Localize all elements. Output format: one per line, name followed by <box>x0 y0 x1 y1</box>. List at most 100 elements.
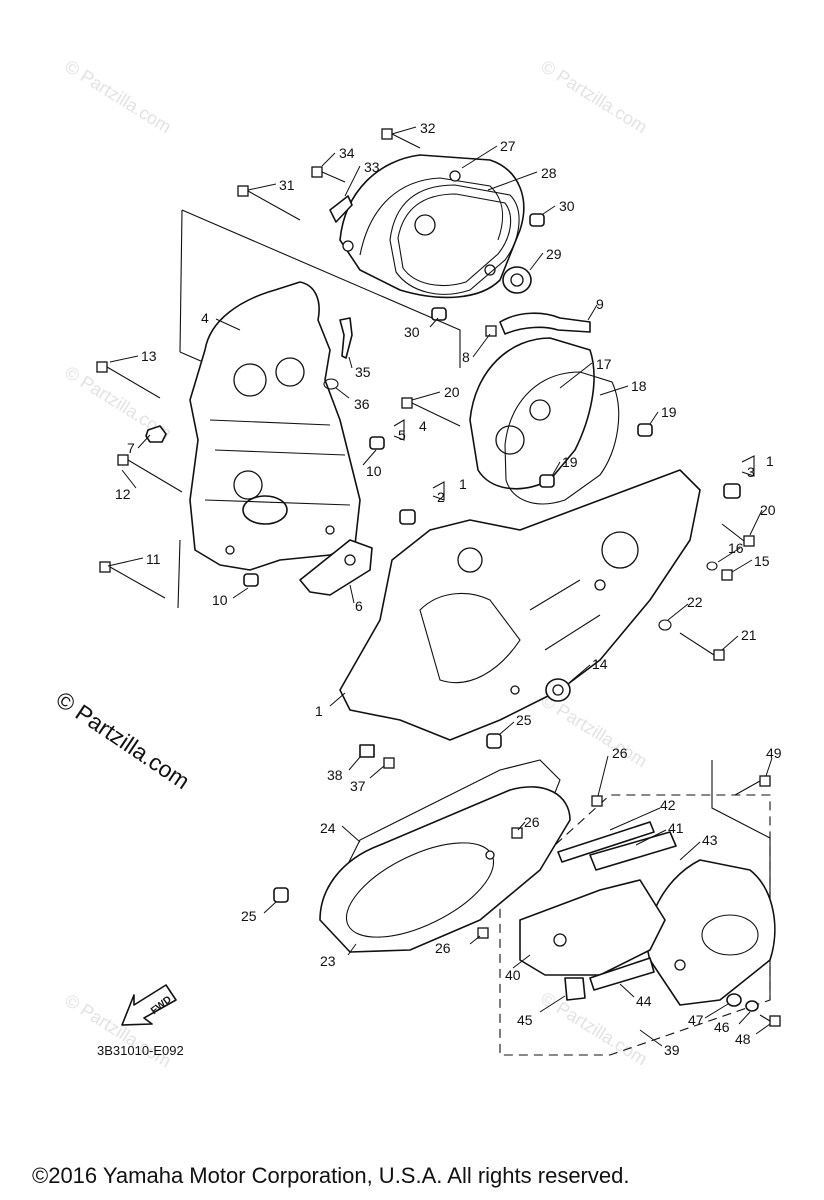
callout-49: 49 <box>766 745 782 761</box>
forward-arrow-icon <box>121 984 177 1026</box>
bolt-21 <box>679 632 725 661</box>
callout-6: 6 <box>355 598 363 614</box>
reference-box-left <box>179 209 183 353</box>
callout-7: 7 <box>127 440 135 456</box>
bolt-20-upper <box>401 397 461 427</box>
callout-13: 13 <box>141 348 157 364</box>
dowel-10-center <box>369 436 385 450</box>
callout-8: 8 <box>462 349 470 365</box>
callout-26-middle: 26 <box>524 814 540 830</box>
callout-10-center: 10 <box>366 463 382 479</box>
callout-28: 28 <box>541 165 557 181</box>
dowel-pin-30-lower <box>431 307 447 321</box>
bolt-26-middle <box>511 827 523 839</box>
o-ring-22 <box>658 619 672 631</box>
callout-37: 37 <box>350 778 366 794</box>
callout-4-left: 4 <box>201 310 209 326</box>
callout-1-right: 1 <box>766 453 774 469</box>
bolt-20-right <box>721 523 755 547</box>
callout-3: 3 <box>747 464 755 480</box>
bolt-31 <box>237 185 301 221</box>
callout-33: 33 <box>364 159 380 175</box>
diagram-code: 3B31010-E092 <box>97 1043 184 1058</box>
callout-16: 16 <box>728 540 744 556</box>
callout-5: 5 <box>398 427 406 443</box>
washer-16 <box>706 561 718 571</box>
callout-25-upper: 25 <box>516 712 532 728</box>
nut-7 <box>145 425 167 443</box>
callout-10-left: 10 <box>212 592 228 608</box>
callout-17: 17 <box>596 356 612 372</box>
dipstick-35 <box>339 317 353 359</box>
crankcase-cover-27 <box>339 154 525 299</box>
callout-2: 2 <box>437 489 445 505</box>
collar-47 <box>726 993 742 1007</box>
bolt-26-upper <box>591 795 603 807</box>
callout-31: 31 <box>279 177 295 193</box>
reference-box-lower-left <box>177 539 181 609</box>
callout-29: 29 <box>546 246 562 262</box>
callout-14: 14 <box>592 656 608 672</box>
callout-36: 36 <box>354 396 370 412</box>
callout-45: 45 <box>517 1012 533 1028</box>
callout-19-lower: 19 <box>562 454 578 470</box>
bolt-12 <box>117 454 183 493</box>
plate-40 <box>519 879 666 976</box>
strip-44 <box>589 957 655 991</box>
callout-43: 43 <box>702 832 718 848</box>
crankcase-right-1 <box>339 469 701 741</box>
callout-12: 12 <box>115 486 131 502</box>
callout-40: 40 <box>505 967 521 983</box>
callout-11: 11 <box>146 551 161 567</box>
callout-25-lower: 25 <box>241 908 257 924</box>
gasket-18 <box>504 371 620 505</box>
bolt-8 <box>485 325 497 337</box>
callout-19-upper: 19 <box>661 404 677 420</box>
callout-46: 46 <box>714 1019 730 1035</box>
o-ring-36 <box>323 378 339 390</box>
callout-23: 23 <box>320 953 336 969</box>
callout-47: 47 <box>688 1012 704 1028</box>
reference-box-top <box>181 209 461 368</box>
washer-46 <box>745 1000 759 1012</box>
callout-9: 9 <box>596 296 604 312</box>
callout-41: 41 <box>668 820 684 836</box>
dowel-19-lower <box>539 474 555 488</box>
callout-27: 27 <box>500 138 516 154</box>
pad-45 <box>564 977 586 1001</box>
callout-32: 32 <box>420 120 436 136</box>
callout-30-upper: 30 <box>559 198 575 214</box>
dowel-25-lower <box>273 887 289 903</box>
callout-42: 42 <box>660 797 676 813</box>
callout-4-mid: 4 <box>419 418 427 434</box>
callout-15: 15 <box>754 553 770 569</box>
callout-26-upper: 26 <box>612 745 628 761</box>
copyright-notice: ©2016 Yamaha Motor Corporation, U.S.A. A… <box>32 1163 630 1188</box>
bolt-48 <box>759 1014 781 1027</box>
strip-42 <box>557 821 655 863</box>
dowel-2 <box>399 509 416 525</box>
callout-30-lower: 30 <box>404 324 420 340</box>
callout-48: 48 <box>735 1031 751 1047</box>
callout-44: 44 <box>636 993 652 1009</box>
callout-26-lower: 26 <box>435 940 451 956</box>
callout-1-mid: 1 <box>459 476 467 492</box>
callout-1-left: 1 <box>315 703 323 719</box>
seal-14 <box>545 678 571 702</box>
gasket-28 <box>389 184 520 295</box>
plate-38 <box>359 744 375 758</box>
dowel-19-upper <box>637 423 653 437</box>
callout-20-right: 20 <box>760 502 776 518</box>
strip-41 <box>589 831 677 871</box>
bolt-26-lower <box>477 927 489 939</box>
bolt-49 <box>734 775 771 796</box>
dowel-10-left <box>243 573 259 587</box>
callout-39: 39 <box>664 1042 680 1058</box>
callout-21: 21 <box>741 627 757 643</box>
bolt-15 <box>721 569 733 581</box>
dowel-pin-30-upper <box>529 213 545 227</box>
transmission-cover-23 <box>319 786 571 953</box>
cover-17 <box>469 337 595 490</box>
callout-22: 22 <box>687 594 703 610</box>
